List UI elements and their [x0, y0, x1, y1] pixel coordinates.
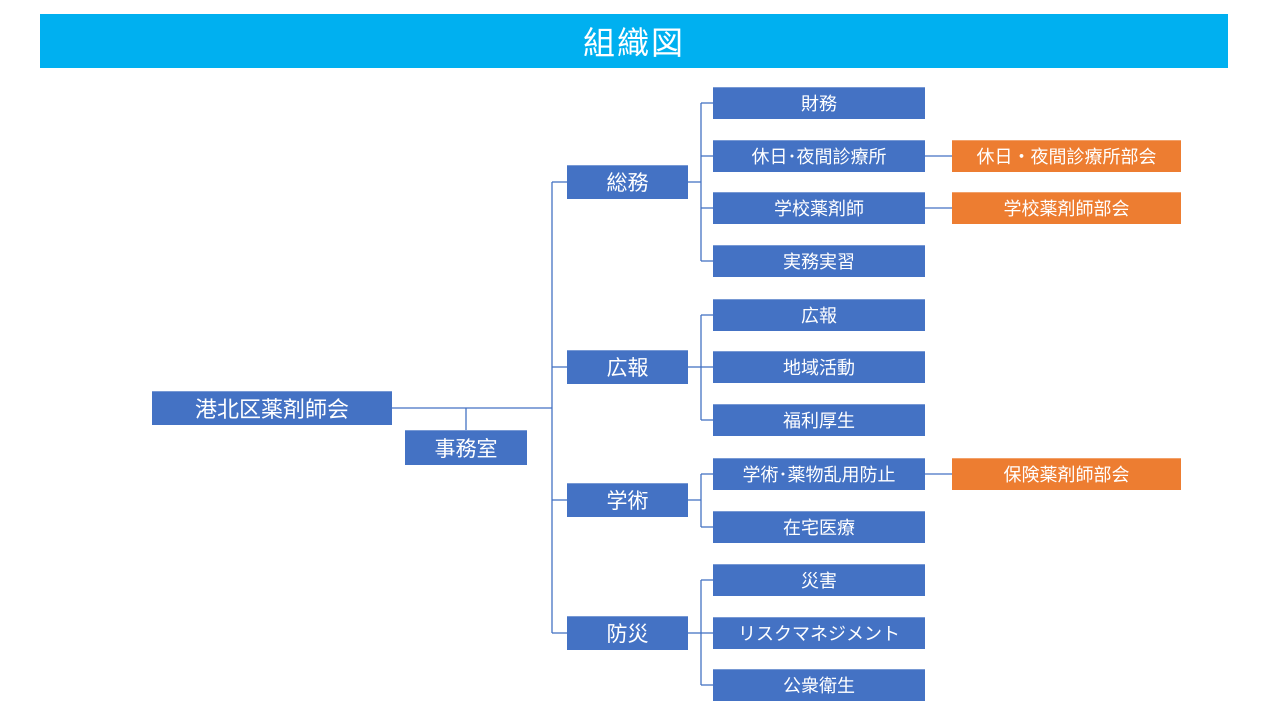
- subcommittee-node-holiday-night-clinic: 休日・夜間診療所部会: [952, 140, 1181, 172]
- page-title: 組織図: [582, 25, 685, 61]
- root-node-kohoku-pharmacists-association: 港北区薬剤師会: [152, 391, 392, 425]
- office-node-jimushitsu: 事務室: [405, 430, 527, 465]
- child-node-practical-training: 実務実習: [713, 245, 925, 277]
- child-node-school-pharmacist: 学校薬剤師: [713, 192, 925, 224]
- child-node-finance: 財務: [713, 87, 925, 119]
- subcommittee-node-school-pharmacist: 学校薬剤師部会: [952, 192, 1181, 224]
- branch-node-disaster-prevention: 防災: [567, 616, 688, 650]
- subcommittee-node-insurance-pharmacist: 保険薬剤師部会: [952, 458, 1181, 490]
- title-banner: 組織図: [40, 14, 1228, 68]
- child-node-home-medical-care: 在宅医療: [713, 511, 925, 543]
- branch-node-public-relations: 広報: [567, 350, 688, 384]
- child-node-holiday-night-clinic: 休日･夜間診療所: [713, 140, 925, 172]
- child-node-public-health: 公衆衛生: [713, 669, 925, 701]
- child-node-academic-drug-abuse-prevention: 学術･薬物乱用防止: [713, 458, 925, 490]
- child-node-risk-management: リスクマネジメント: [713, 617, 925, 649]
- branch-node-academic: 学術: [567, 483, 688, 517]
- child-node-disaster: 災害: [713, 564, 925, 596]
- child-node-welfare: 福利厚生: [713, 404, 925, 436]
- branch-node-general-affairs: 総務: [567, 165, 688, 199]
- child-node-pr: 広報: [713, 299, 925, 331]
- child-node-community-activities: 地域活動: [713, 351, 925, 383]
